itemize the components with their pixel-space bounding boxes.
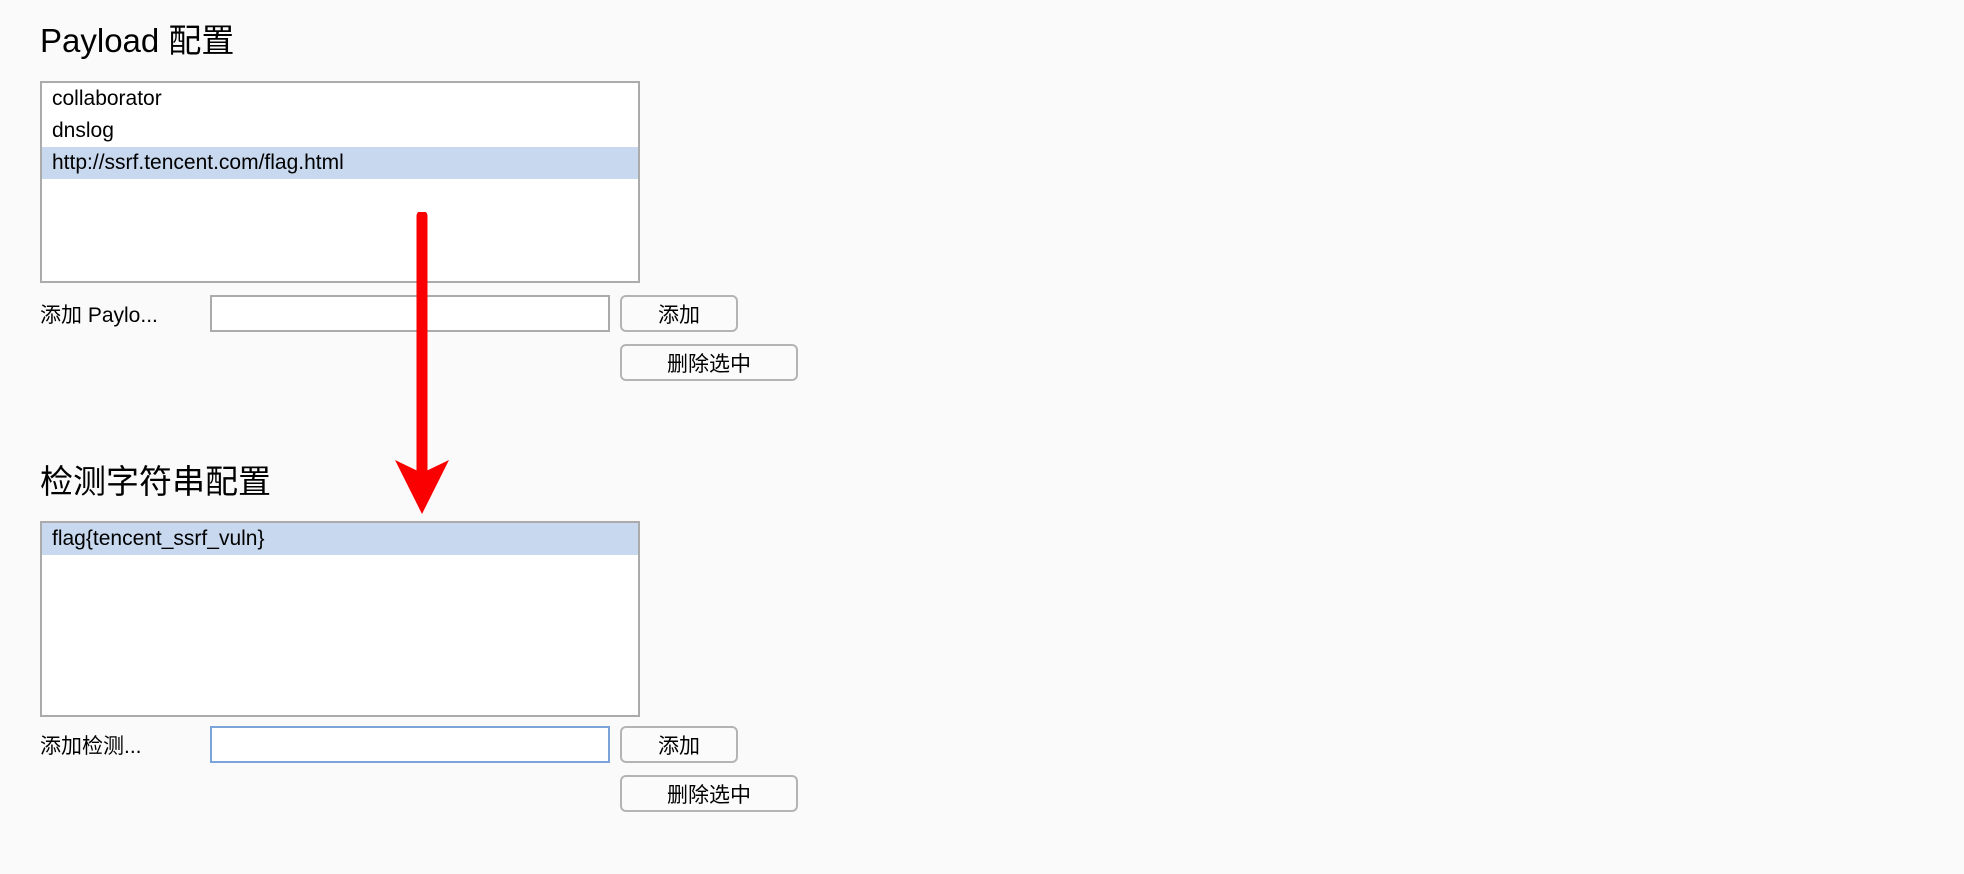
list-item[interactable]: dnslog — [42, 115, 638, 147]
detection-add-button[interactable]: 添加 — [620, 726, 738, 763]
detection-section-heading: 检测字符串配置 — [40, 463, 271, 500]
detection-add-input[interactable] — [210, 726, 610, 763]
list-item[interactable]: collaborator — [42, 83, 638, 115]
list-item[interactable]: http://ssrf.tencent.com/flag.html — [42, 147, 638, 179]
list-item[interactable]: flag{tencent_ssrf_vuln} — [42, 523, 638, 555]
payload-section-heading: Payload 配置 — [40, 22, 235, 59]
detection-add-row: 添加检测... — [40, 726, 610, 763]
payload-add-input[interactable] — [210, 295, 610, 332]
detection-add-label: 添加检测... — [40, 734, 142, 758]
detection-listbox[interactable]: flag{tencent_ssrf_vuln} — [40, 521, 640, 717]
payload-delete-selected-button[interactable]: 删除选中 — [620, 344, 798, 381]
payload-listbox[interactable]: collaborator dnslog http://ssrf.tencent.… — [40, 81, 640, 283]
payload-add-label: 添加 Paylo... — [40, 303, 158, 327]
detection-delete-selected-button[interactable]: 删除选中 — [620, 775, 798, 812]
payload-add-button[interactable]: 添加 — [620, 295, 738, 332]
payload-add-row: 添加 Paylo... — [40, 295, 610, 332]
